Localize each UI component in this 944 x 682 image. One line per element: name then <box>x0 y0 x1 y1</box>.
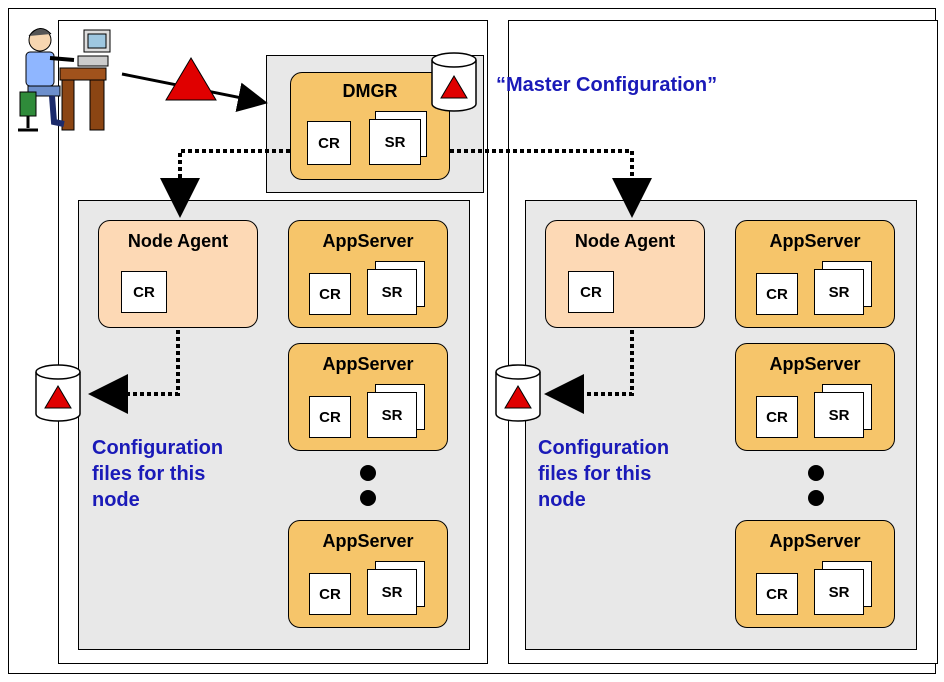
appserver-sr: SR <box>367 269 417 315</box>
appserver-left-2: AppServer CR SR <box>288 343 448 451</box>
config-label-line: files for this <box>92 463 206 485</box>
appserver-cr: CR <box>309 396 351 438</box>
dmgr-to-node-right-arrow <box>450 149 652 218</box>
dmgr-to-node-left-arrow <box>160 149 290 218</box>
ellipsis-dot <box>808 465 824 481</box>
config-label-line: Configuration <box>92 437 224 459</box>
node-agent-left: Node Agent CR <box>98 220 258 328</box>
node-repository-left-icon <box>35 364 81 422</box>
config-label-line: node <box>538 489 586 511</box>
appserver-left-3: AppServer CR SR <box>288 520 448 628</box>
config-files-label-left: Configuration files for this node <box>92 435 223 513</box>
appserver-title: AppServer <box>769 531 861 551</box>
appserver-sr: SR <box>814 269 864 315</box>
config-change-triangle <box>165 57 217 101</box>
appserver-sr: SR <box>367 392 417 438</box>
appserver-cr: CR <box>756 396 798 438</box>
appserver-title: AppServer <box>322 531 414 551</box>
node-agent-right: Node Agent CR <box>545 220 705 328</box>
node-agent-right-to-repo-arrow <box>544 330 634 414</box>
config-files-label-right: Configuration files for this node <box>538 435 669 513</box>
ellipsis-dot <box>360 490 376 506</box>
dmgr-title: DMGR <box>342 81 398 101</box>
node-repository-right-icon <box>495 364 541 422</box>
config-label-line: Configuration <box>538 437 670 459</box>
appserver-sr: SR <box>367 569 417 615</box>
appserver-right-2: AppServer CR SR <box>735 343 895 451</box>
appserver-cr: CR <box>309 573 351 615</box>
node-agent-left-to-repo-arrow <box>88 330 180 414</box>
appserver-right-1: AppServer CR SR <box>735 220 895 328</box>
dmgr-cr: CR <box>307 121 351 165</box>
master-repository-icon <box>431 52 477 112</box>
appserver-cr: CR <box>309 273 351 315</box>
ellipsis-dot <box>808 490 824 506</box>
appserver-right-3: AppServer CR SR <box>735 520 895 628</box>
appserver-left-1: AppServer CR SR <box>288 220 448 328</box>
appserver-cr: CR <box>756 573 798 615</box>
node-agent-title: Node Agent <box>127 231 229 251</box>
appserver-sr: SR <box>814 392 864 438</box>
config-label-line: node <box>92 489 140 511</box>
appserver-sr: SR <box>814 569 864 615</box>
dmgr-box: DMGR CR SR <box>290 72 450 180</box>
appserver-title: AppServer <box>769 231 861 251</box>
master-configuration-label: “Master Configuration” <box>496 74 718 96</box>
appserver-title: AppServer <box>322 231 414 251</box>
node-agent-cr: CR <box>568 271 614 313</box>
config-label-line: files for this <box>538 463 652 485</box>
appserver-cr: CR <box>756 273 798 315</box>
node-agent-title: Node Agent <box>574 231 676 251</box>
ellipsis-dot <box>360 465 376 481</box>
dmgr-sr: SR <box>369 119 421 165</box>
appserver-title: AppServer <box>769 354 861 374</box>
administrator-icon <box>18 28 111 132</box>
appserver-title: AppServer <box>322 354 414 374</box>
node-agent-cr: CR <box>121 271 167 313</box>
